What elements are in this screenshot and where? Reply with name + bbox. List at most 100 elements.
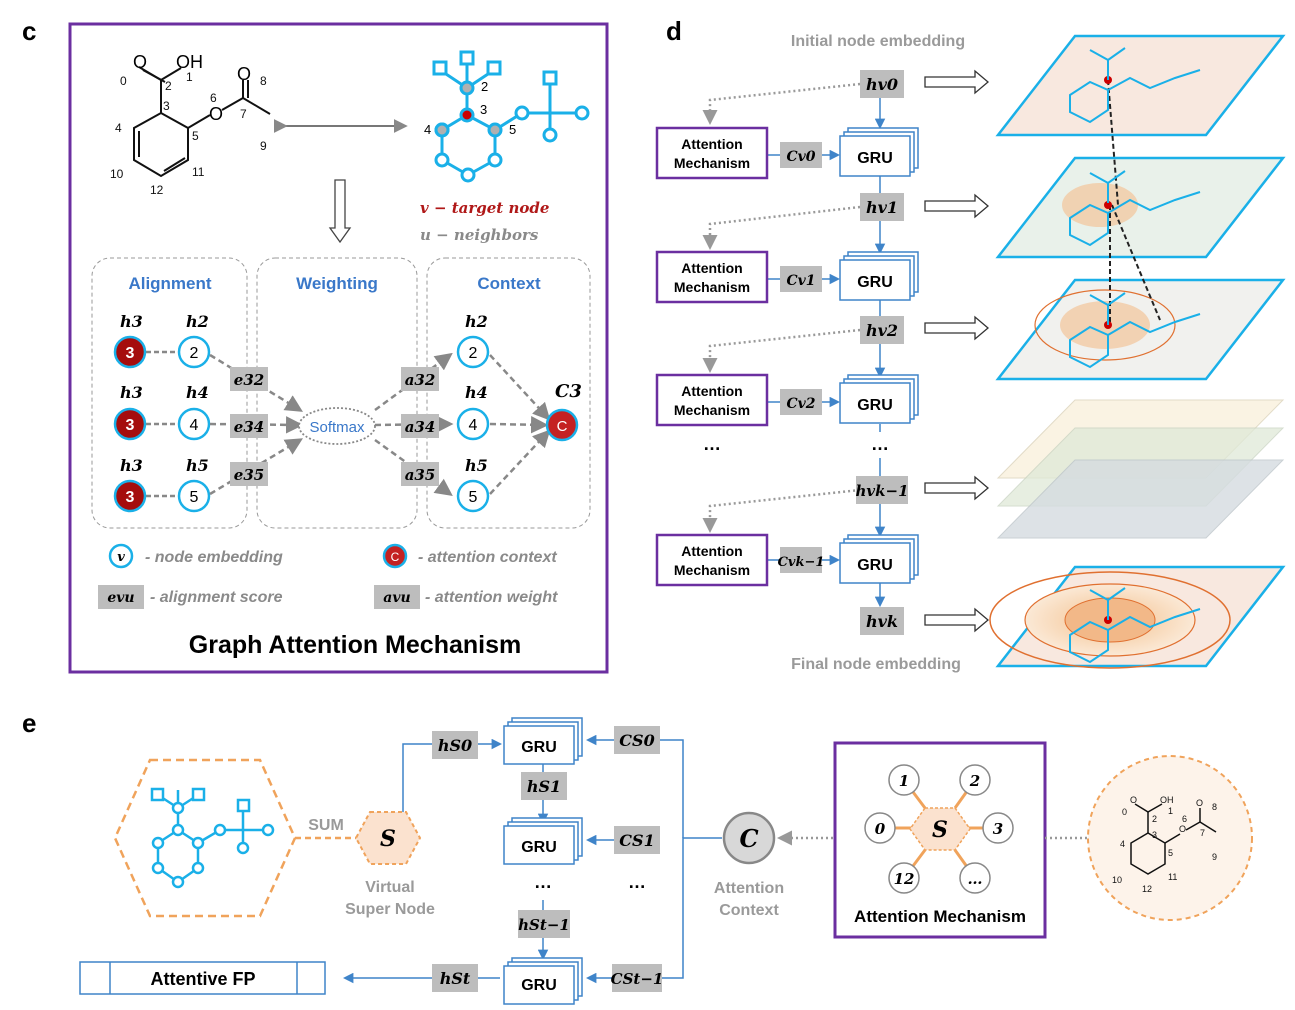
gru-label: GRU bbox=[857, 397, 893, 414]
d-h-boxes: hv0 hv1 hv2 hvk−1 hvk bbox=[855, 70, 909, 635]
context-node-c bbox=[545, 408, 579, 442]
target-node-3 bbox=[113, 335, 147, 369]
atom-o-ester: O bbox=[209, 104, 223, 124]
svg-text:C: C bbox=[557, 418, 568, 435]
svg-text:7: 7 bbox=[1200, 828, 1205, 838]
svg-text:5: 5 bbox=[190, 489, 199, 506]
h3-label-2: h3 bbox=[120, 383, 143, 402]
section-context: Context bbox=[477, 274, 541, 293]
h4-label: h4 bbox=[186, 383, 209, 402]
panel-c-frame bbox=[68, 22, 609, 674]
h3-label-3: h3 bbox=[120, 456, 143, 475]
context-label-2: Context bbox=[719, 902, 779, 919]
gru-label: GRU bbox=[857, 274, 893, 291]
weighting-box bbox=[256, 257, 418, 529]
svg-text:C: C bbox=[739, 824, 758, 853]
svg-text:CSt−1: CSt−1 bbox=[611, 970, 664, 988]
d-c-boxes: Cv0 Cv1 Cv2 Cvk−1 bbox=[778, 142, 824, 573]
svg-text:Cv1: Cv1 bbox=[786, 273, 815, 289]
svg-text:Mechanism: Mechanism bbox=[674, 402, 750, 418]
e-attention-title: Attention Mechanism bbox=[854, 907, 1026, 926]
svg-text:…: … bbox=[968, 870, 983, 888]
down-arrow bbox=[328, 179, 352, 244]
svg-text:11: 11 bbox=[1168, 872, 1177, 882]
score-e32: e32 bbox=[234, 371, 264, 389]
svg-text:hvk: hvk bbox=[866, 612, 898, 631]
svg-text:8: 8 bbox=[1212, 802, 1217, 812]
svg-text:6: 6 bbox=[1182, 814, 1187, 824]
panel-label-d: d bbox=[666, 16, 682, 46]
svg-text:hSt: hSt bbox=[440, 969, 471, 988]
svg-text:5: 5 bbox=[469, 489, 478, 506]
alignment-rows: h3 h3 h3 h2 h4 h5 3 3 3 2 4 5 bbox=[113, 312, 211, 513]
atom-o-carbonyl: O bbox=[133, 52, 147, 72]
section-alignment: Alignment bbox=[128, 274, 211, 293]
svg-text:3: 3 bbox=[993, 820, 1003, 838]
super-node-label: S bbox=[380, 826, 396, 852]
graph-node-4 bbox=[434, 122, 450, 138]
panel-label-e: e bbox=[22, 708, 36, 738]
svg-text:2: 2 bbox=[969, 772, 980, 790]
gru-label: GRU bbox=[857, 150, 893, 167]
e-atom-labels: O OH O O 0 1 2 3 4 5 6 7 8 9 10 11 12 bbox=[1112, 795, 1217, 894]
svg-text:12: 12 bbox=[150, 183, 164, 197]
svg-text:0: 0 bbox=[875, 820, 886, 838]
svg-text:evu: evu bbox=[107, 590, 134, 606]
d-attention-boxes: Attention Mechanism Attention Mechanism … bbox=[655, 126, 769, 587]
svg-text:3: 3 bbox=[1152, 830, 1157, 840]
sum-label: SUM bbox=[308, 817, 344, 834]
svg-text:3: 3 bbox=[126, 489, 135, 506]
neighbor-node-5 bbox=[177, 479, 211, 513]
graph-label-2: 2 bbox=[481, 79, 488, 94]
gru-label: GRU bbox=[521, 839, 557, 856]
svg-text:hv0: hv0 bbox=[866, 75, 898, 94]
svg-text:0: 0 bbox=[1122, 807, 1127, 817]
weight-a35: a35 bbox=[405, 466, 436, 484]
svg-text:11: 11 bbox=[192, 165, 205, 179]
svg-text:3: 3 bbox=[126, 417, 135, 434]
svg-text:avu: avu bbox=[383, 590, 410, 606]
molecule-circle bbox=[1087, 755, 1253, 921]
gru-label: GRU bbox=[521, 739, 557, 756]
svg-text:hSt−1: hSt−1 bbox=[518, 916, 570, 934]
aspirin-structure bbox=[133, 66, 271, 178]
svg-text:8: 8 bbox=[260, 74, 267, 88]
svg-text:hv2: hv2 bbox=[866, 321, 898, 340]
svg-text:Cv2: Cv2 bbox=[786, 396, 815, 412]
score-e35: e35 bbox=[234, 466, 264, 484]
svg-text:S: S bbox=[932, 817, 948, 843]
svg-text:Attention: Attention bbox=[681, 136, 742, 152]
virtual-label-1: Virtual bbox=[365, 879, 415, 896]
svg-text:Attention: Attention bbox=[681, 260, 742, 276]
neighbor-node-2 bbox=[177, 335, 211, 369]
d-gru-stacks bbox=[839, 127, 919, 584]
initial-embedding-label: Initial node embedding bbox=[791, 33, 965, 50]
svg-text:- alignment score: - alignment score bbox=[150, 589, 283, 606]
svg-text:hv1: hv1 bbox=[866, 198, 898, 217]
svg-text:12: 12 bbox=[1142, 884, 1152, 894]
atom-o-acetyl: O bbox=[237, 64, 251, 84]
weight-a34: a34 bbox=[405, 418, 436, 436]
e-ellipsis-right: … bbox=[628, 872, 646, 892]
svg-text:C: C bbox=[391, 550, 400, 564]
svg-text:5: 5 bbox=[192, 129, 199, 143]
attention-context-node bbox=[722, 811, 776, 865]
legend-neighbors: u − neighbors bbox=[420, 226, 539, 244]
svg-text:10: 10 bbox=[1112, 875, 1122, 885]
graph-node-2 bbox=[459, 80, 475, 96]
svg-text:Mechanism: Mechanism bbox=[674, 279, 750, 295]
svg-text:hS0: hS0 bbox=[438, 736, 472, 755]
svg-text:5: 5 bbox=[1168, 848, 1173, 858]
svg-text:3: 3 bbox=[163, 99, 170, 113]
graph-label-5: 5 bbox=[509, 122, 516, 137]
svg-text:Attention: Attention bbox=[681, 383, 742, 399]
e-boxes: hS0 hS1 hSt−1 hSt CS0 CS1 CSt−1 bbox=[432, 726, 663, 992]
svg-text:h2: h2 bbox=[465, 312, 488, 331]
layer-graphs bbox=[1069, 47, 1201, 664]
svg-text:1: 1 bbox=[186, 70, 193, 84]
svg-text:2: 2 bbox=[469, 345, 478, 362]
legend-bottom: v - node embedding C - attention context… bbox=[98, 543, 558, 609]
svg-text:12: 12 bbox=[894, 870, 915, 888]
svg-text:0: 0 bbox=[120, 74, 127, 88]
gru-label: GRU bbox=[857, 557, 893, 574]
